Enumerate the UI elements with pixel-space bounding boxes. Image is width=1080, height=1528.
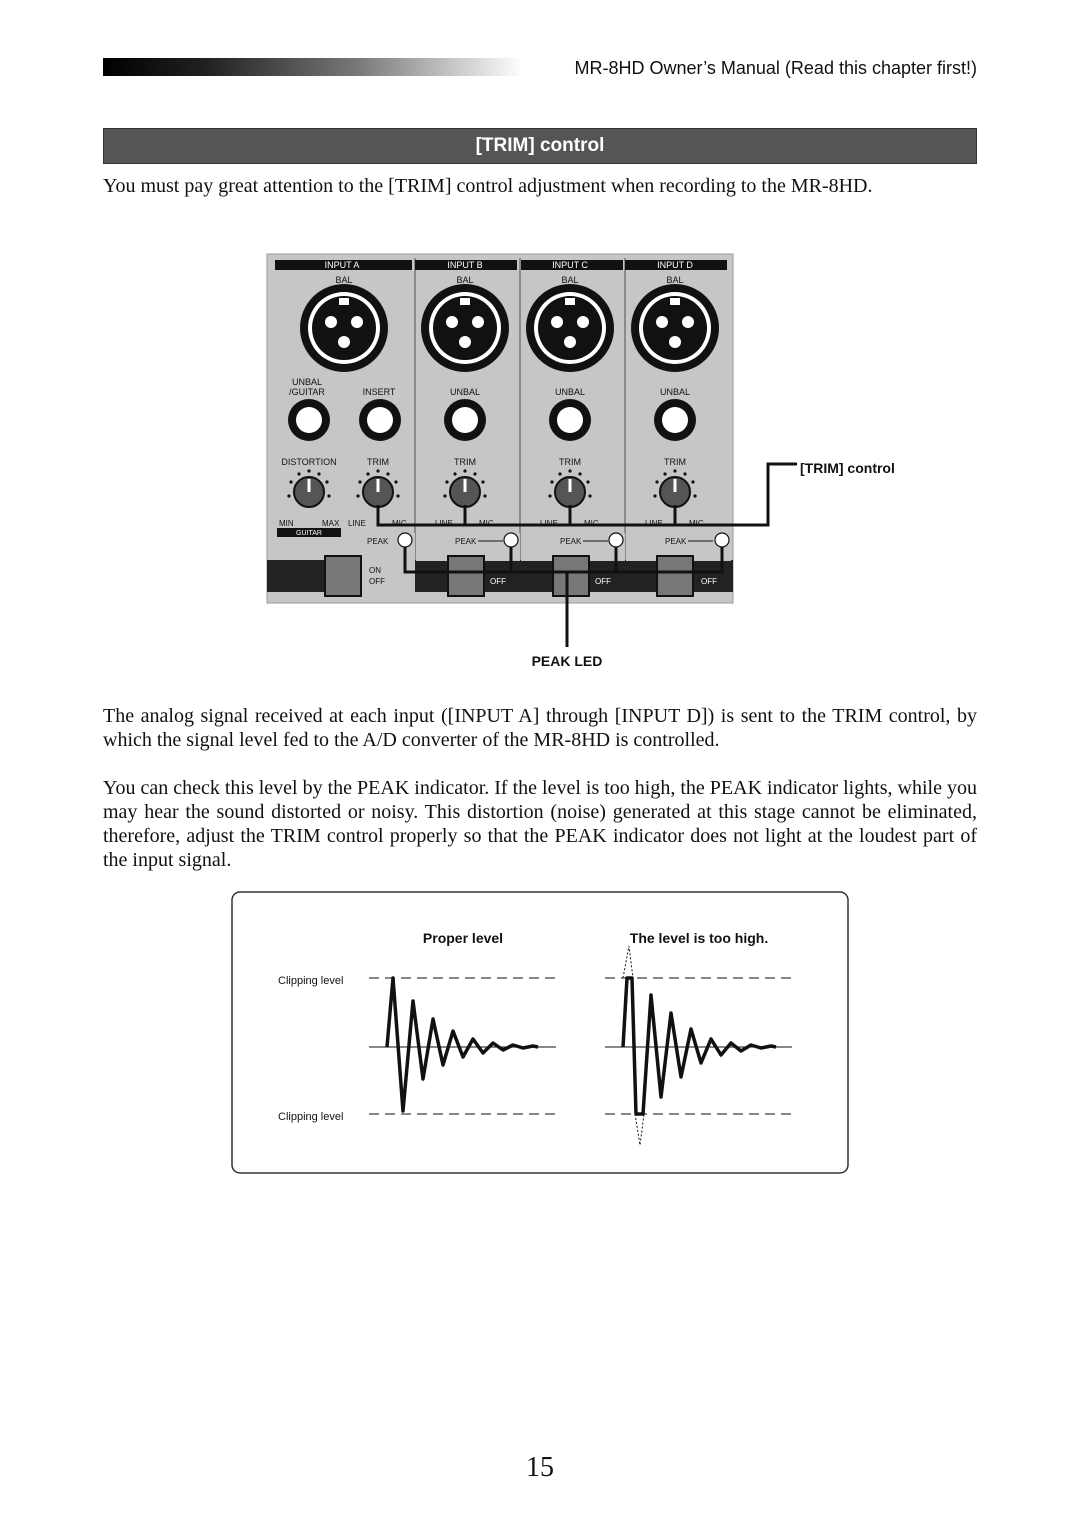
guitar-label-bar [277, 528, 341, 537]
too-high-heading: The level is too high. [630, 930, 768, 946]
signal-level-diagram: Proper level The level is too high. Clip… [231, 891, 849, 1174]
insert-label: INSERT [363, 387, 396, 397]
xlr-jack-a [300, 284, 388, 372]
off-label-a: OFF [369, 577, 385, 586]
peak-paragraph: You can check this level by the PEAK ind… [103, 777, 977, 871]
proper-level-heading: Proper level [423, 930, 503, 946]
peak-callout-line [403, 547, 724, 574]
proper-level-waveform [385, 976, 539, 1113]
unbal-label-b: UNBAL [450, 387, 480, 397]
input-b-header [415, 260, 517, 270]
peak-label-d: PEAK [665, 537, 687, 546]
trim-knob-a [356, 469, 400, 508]
front-panel-diagram: INPUT A INPUT B INPUT C INPUT D BAL BAL … [266, 253, 895, 669]
header-title: MR-8HD Owner’s Manual (Read this chapter… [574, 58, 977, 78]
unbal-label-c: UNBAL [555, 387, 585, 397]
on-off-switch-d [656, 555, 694, 597]
peak-led-b [503, 532, 519, 548]
peak-led-a [397, 532, 413, 548]
insert-jack [359, 399, 401, 441]
line-label-a: LINE [348, 519, 366, 528]
min-label: MIN [279, 519, 294, 528]
trim-label-d: TRIM [664, 457, 686, 467]
input-c-header [521, 260, 623, 270]
peak-led-d [714, 532, 730, 548]
input-c-label: INPUT C [552, 260, 588, 270]
trim-knob-b [443, 469, 487, 508]
header-gradient-bar [103, 58, 523, 76]
trim-control-callout: [TRIM] control [800, 460, 895, 476]
peak-led-callout: PEAK LED [532, 653, 603, 669]
distortion-label: DISTORTION [281, 457, 336, 467]
input-a-header [275, 260, 412, 270]
unbal-guitar-label-2: /GUITAR [289, 387, 325, 397]
distortion-knob [287, 469, 331, 508]
diagram-frame [231, 891, 849, 1174]
peak-label-c: PEAK [560, 537, 582, 546]
unbal-guitar-jack [288, 399, 330, 441]
trim-label-a: TRIM [367, 457, 389, 467]
max-label: MAX [322, 519, 340, 528]
on-label-a: ON [369, 566, 381, 575]
on-off-switch-a [324, 555, 362, 597]
on-off-switch-c [552, 555, 590, 597]
clipping-level-top-label: Clipping level [278, 975, 343, 987]
unbal-jack-c [549, 399, 591, 441]
peak-label-a: PEAK [367, 537, 389, 546]
on-off-switch-b [447, 555, 485, 597]
signal-paragraph: The analog signal received at each input… [103, 705, 977, 751]
peak-label-b: PEAK [455, 537, 477, 546]
bal-label-b: BAL [456, 275, 473, 285]
input-b-label: INPUT B [447, 260, 482, 270]
bal-label-c: BAL [561, 275, 578, 285]
unbal-jack-b [444, 399, 486, 441]
page-number: 15 [526, 1452, 554, 1483]
xlr-jack-b [421, 284, 509, 372]
guitar-label: GUITAR [296, 530, 322, 537]
clipping-level-bottom-label: Clipping level [278, 1111, 343, 1123]
off-label-b: OFF [490, 577, 506, 586]
peak-led-c [608, 532, 624, 548]
unbal-label-d: UNBAL [660, 387, 690, 397]
trim-label-c: TRIM [559, 457, 581, 467]
xlr-jack-d [631, 284, 719, 372]
off-label-d: OFF [701, 577, 717, 586]
bal-label-a: BAL [335, 275, 352, 285]
section-heading-bar: [TRIM] control [103, 128, 977, 164]
unbal-jack-d [654, 399, 696, 441]
xlr-jack-c [526, 284, 614, 372]
clipped-peak-bottom [634, 1113, 645, 1146]
off-label-c: OFF [595, 577, 611, 586]
input-d-label: INPUT D [657, 260, 693, 270]
bal-label-d: BAL [666, 275, 683, 285]
trim-callout-line [376, 462, 797, 527]
unbal-guitar-label-1: UNBAL [292, 377, 322, 387]
input-d-header [625, 260, 727, 270]
section-title: [TRIM] control [475, 135, 605, 156]
input-a-label: INPUT A [325, 260, 360, 270]
trim-knob-d [653, 469, 697, 508]
intro-paragraph: You must pay great attention to the [TRI… [103, 175, 873, 197]
too-high-waveform [621, 976, 777, 1116]
trim-label-b: TRIM [454, 457, 476, 467]
trim-knob-c [548, 469, 592, 508]
